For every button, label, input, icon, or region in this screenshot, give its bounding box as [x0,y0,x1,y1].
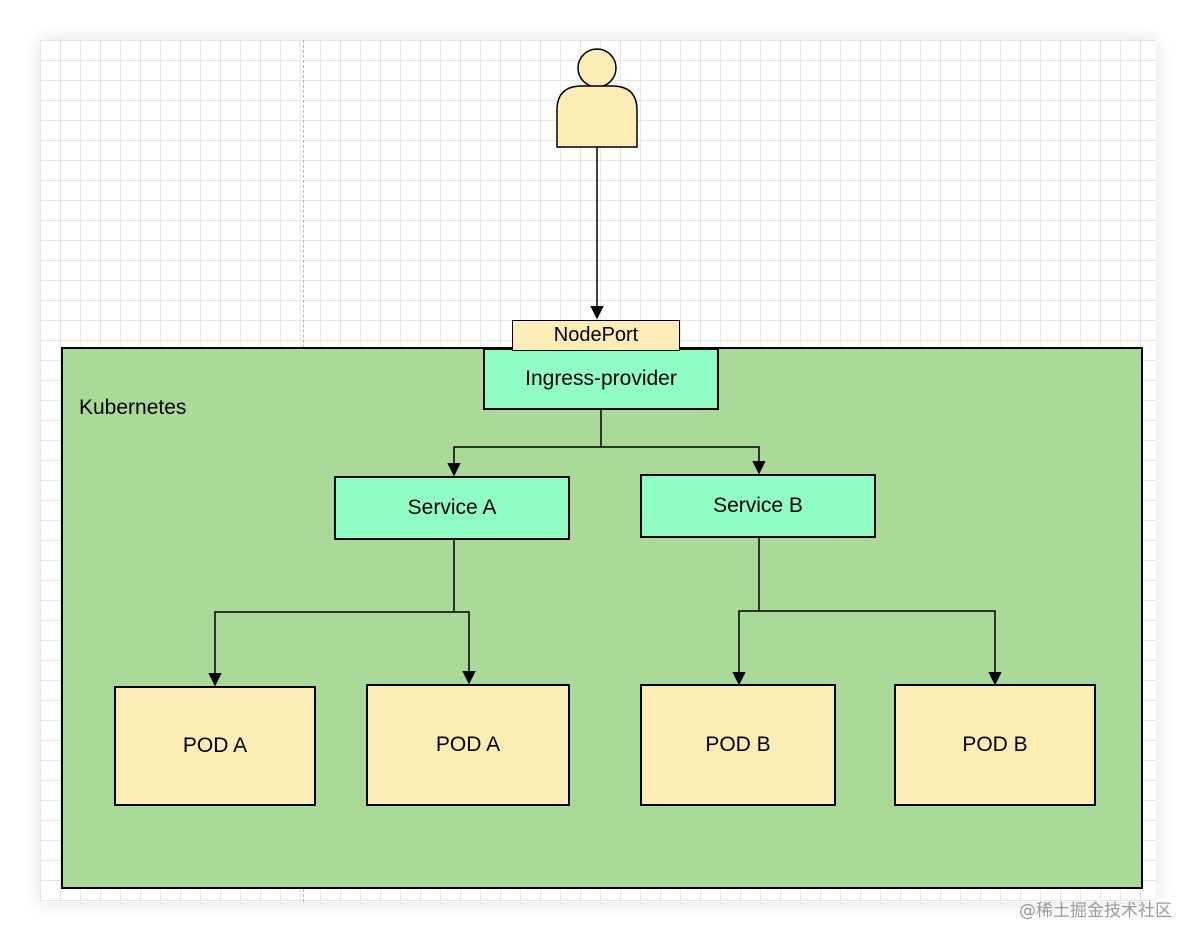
pod-label-4: POD B [962,733,1028,756]
service-b-node[interactable]: Service B [640,474,876,538]
cluster-label: Kubernetes [79,396,187,419]
watermark-text: @稀土掘金技术社区 [1019,901,1172,921]
pod-label-3: POD B [705,733,771,756]
pod-node-2[interactable]: POD A [366,684,570,806]
nodeport-label: NodePort [553,324,639,346]
ingress-provider-label: Ingress-provider [525,367,677,390]
ingress-provider-node[interactable]: Ingress-provider [483,348,719,410]
pod-node-1[interactable]: POD A [114,686,316,806]
pod-label-1: POD A [182,734,248,757]
service-b-label: Service B [713,494,803,517]
kubernetes-cluster[interactable] [61,347,1143,889]
service-a-node[interactable]: Service A [334,476,570,540]
pod-label-2: POD A [435,733,501,756]
pod-node-3[interactable]: POD B [640,684,836,806]
pod-node-4[interactable]: POD B [894,684,1096,806]
nodeport-node[interactable]: NodePort [512,320,680,351]
service-a-label: Service A [407,496,497,519]
